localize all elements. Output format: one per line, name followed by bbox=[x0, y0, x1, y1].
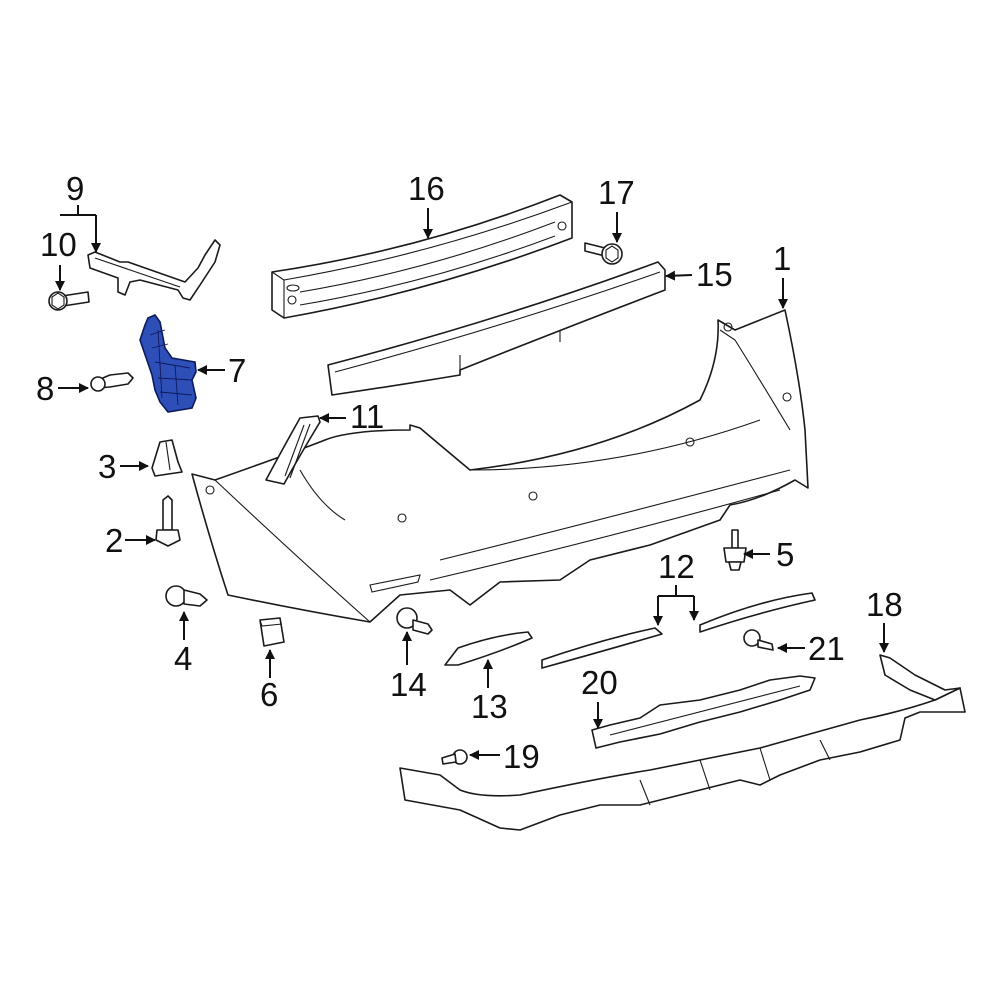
part-4-push-clip[interactable] bbox=[165, 585, 208, 607]
part-11-reflector[interactable] bbox=[265, 415, 321, 485]
part-19-screw[interactable] bbox=[441, 749, 468, 765]
callout-3: 3 bbox=[98, 448, 117, 485]
part-1-bumper-cover[interactable] bbox=[191, 309, 809, 623]
part-8-clip[interactable] bbox=[90, 372, 134, 392]
part-18-lower-diffuser[interactable] bbox=[399, 654, 966, 831]
callout-14: 14 bbox=[390, 666, 427, 703]
callout-15: 15 bbox=[696, 256, 733, 293]
callout-19: 19 bbox=[503, 738, 540, 775]
part-10-bolt[interactable] bbox=[48, 291, 90, 311]
callout-12: 12 bbox=[658, 548, 695, 585]
part-14-bolt[interactable] bbox=[396, 607, 433, 635]
callout-7: 7 bbox=[228, 352, 247, 389]
callout-13: 13 bbox=[471, 688, 508, 725]
part-13-reflector[interactable] bbox=[444, 631, 533, 666]
part-2-screw[interactable] bbox=[155, 495, 181, 547]
part-5-clip[interactable] bbox=[723, 529, 747, 571]
part-21-screw[interactable] bbox=[743, 629, 774, 651]
callout-9: 9 bbox=[66, 170, 85, 207]
part-3-retainer[interactable] bbox=[151, 439, 183, 477]
callout-6: 6 bbox=[260, 676, 279, 713]
callout-5: 5 bbox=[776, 536, 795, 573]
part-17-bolt[interactable] bbox=[584, 242, 623, 265]
part-6-pad[interactable] bbox=[259, 617, 285, 647]
part-7-bracket-highlighted[interactable] bbox=[139, 314, 197, 413]
callout-18: 18 bbox=[866, 586, 903, 623]
callout-17: 17 bbox=[598, 174, 635, 211]
part-12-moldings[interactable] bbox=[541, 592, 816, 669]
callout-16: 16 bbox=[408, 170, 445, 207]
part-15-energy-absorber[interactable] bbox=[327, 261, 666, 396]
callout-11: 11 bbox=[350, 398, 385, 435]
part-16-reinforcement-beam[interactable] bbox=[271, 194, 573, 319]
callout-21: 21 bbox=[808, 630, 845, 667]
callout-10: 10 bbox=[40, 226, 77, 263]
leader-lines bbox=[55, 205, 889, 760]
callout-20: 20 bbox=[581, 664, 618, 701]
part-9-side-bracket[interactable] bbox=[87, 239, 221, 301]
callout-8: 8 bbox=[36, 370, 55, 407]
part-20-bracket-rail[interactable] bbox=[591, 675, 816, 749]
callout-2: 2 bbox=[105, 522, 124, 559]
callout-4: 4 bbox=[174, 640, 193, 677]
callout-1: 1 bbox=[773, 240, 792, 277]
